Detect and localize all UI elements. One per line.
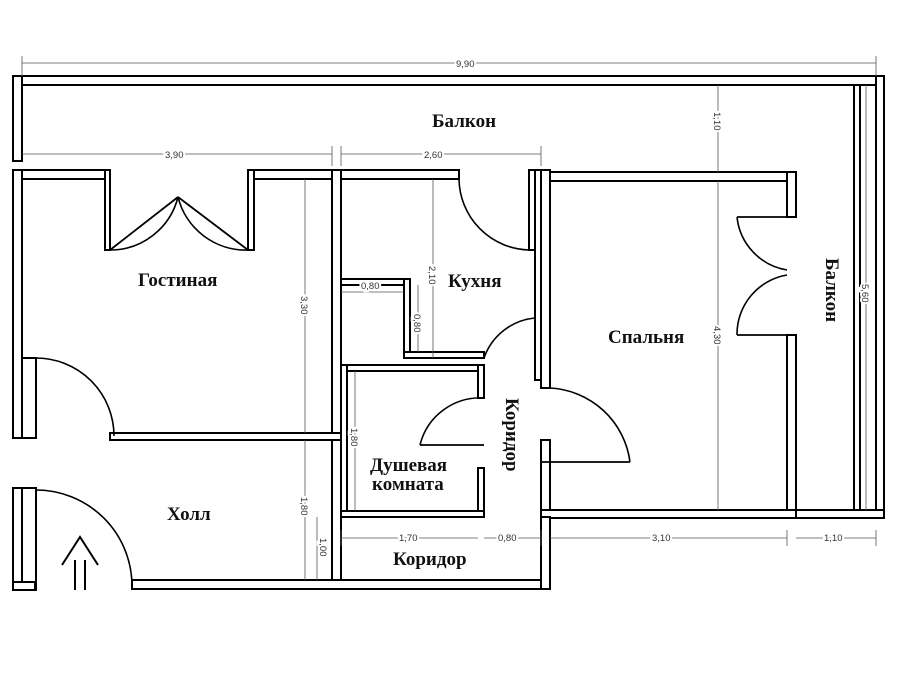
door-entrance-arc [35, 489, 133, 587]
dim-bedroom-width: 3,10 [652, 533, 671, 544]
wall-jamb-2 [247, 169, 255, 251]
wall-hall-corridor [331, 439, 342, 581]
wall-bottom-main [131, 579, 550, 590]
door-kitchen-corridor-arc [483, 317, 536, 359]
door-living-arc-right [177, 196, 249, 251]
dim-kitchen-notch-height: 0,80 [411, 314, 422, 333]
dimension-labels: 9,90 3,90 2,60 1,10 3,30 2,10 0,80 0,80 … [163, 57, 872, 559]
wall-bedroom-right-bottom [786, 334, 797, 519]
label-kitchen: Кухня [448, 271, 502, 292]
door-balcony-right-arc-bottom [736, 274, 788, 336]
label-corridor-vertical: Коридор [501, 398, 522, 472]
door-shower-arc [419, 397, 485, 446]
wall-jamb-1 [104, 169, 111, 251]
dim-hall-height: 1,80 [298, 497, 309, 516]
wall-living-kitchen [331, 169, 342, 439]
dim-shower-width: 1,70 [399, 533, 418, 544]
dim-kitchen-notch-width: 0,80 [361, 281, 380, 292]
wall-shower-right-top [477, 364, 485, 399]
dim-corridor-width: 0,80 [498, 533, 517, 544]
dim-bedroom-height: 4,30 [711, 326, 722, 345]
door-living-arc-left [109, 196, 179, 251]
wall-outer-top [12, 75, 885, 86]
door-living-entry-arc [35, 357, 115, 437]
wall-outer-left-lower [12, 487, 23, 591]
wall-shower-bottom [340, 510, 485, 518]
wall-outer-right [875, 75, 885, 517]
wall-outer-left-upper [12, 169, 23, 439]
label-balcony-top: Балкон [432, 111, 496, 132]
wall-living-hall [109, 432, 342, 441]
dim-living-height: 3,30 [298, 296, 309, 315]
label-corridor-bottom: Коридор [393, 549, 467, 570]
dimension-lines [21, 56, 877, 580]
wall-living-top-left [12, 169, 106, 180]
wall-bedroom-right-top [786, 171, 797, 218]
dim-balcony-depth: 1,10 [711, 112, 722, 131]
wall-shower-right-bottom [477, 467, 485, 518]
label-living-room: Гостиная [138, 270, 217, 291]
wall-left-jamb-lower [21, 487, 37, 591]
wall-bedroom-bottom [540, 509, 797, 519]
dim-kitchen-height: 2,10 [426, 266, 437, 285]
door-living-leaf-right [177, 196, 249, 251]
label-shower-line2: комната [372, 474, 444, 495]
room-labels: Балкон Гостиная Кухня Спальня Балкон Кор… [138, 111, 842, 570]
wall-kitchen-top-left [333, 169, 460, 180]
wall-shower-top [340, 364, 485, 372]
wall-bottom-left [12, 581, 36, 591]
wall-right-bottom [792, 509, 885, 519]
doors [35, 178, 788, 587]
dim-living-width: 3,90 [165, 150, 184, 161]
label-shower-line1: Душевая [370, 455, 447, 476]
dim-kitchen-width: 2,60 [424, 150, 443, 161]
door-living-leaf-left [109, 196, 179, 251]
dim-right-balcony-height: 5,60 [859, 284, 870, 303]
dim-shower-height: 1,80 [348, 428, 359, 447]
wall-outer-left-top [12, 75, 23, 162]
wall-bottom-step [540, 516, 551, 590]
wall-living-top-right [253, 169, 333, 180]
door-balcony-right-arc-top [736, 216, 788, 271]
dim-corridor-height: 1,00 [317, 538, 328, 557]
door-bedroom-arc [549, 387, 631, 463]
dim-right-balcony-width: 1,10 [824, 533, 843, 544]
wall-bedroom-left-lower [540, 439, 551, 519]
wall-left-jamb-upper [21, 357, 37, 439]
label-bedroom: Спальня [608, 327, 684, 348]
entry-arrow-icon [61, 535, 99, 590]
label-hall: Холл [167, 504, 211, 525]
door-kitchen-arc [458, 178, 530, 251]
wall-bedroom-left-upper [540, 169, 551, 389]
label-balcony-right: Балкон [821, 258, 842, 322]
wall-kitchen-notch-v [403, 278, 411, 359]
wall-bedroom-top [545, 171, 797, 182]
dim-total-width: 9,90 [456, 59, 475, 70]
wall-kitchen-bottom [403, 351, 485, 359]
walls [12, 75, 885, 591]
